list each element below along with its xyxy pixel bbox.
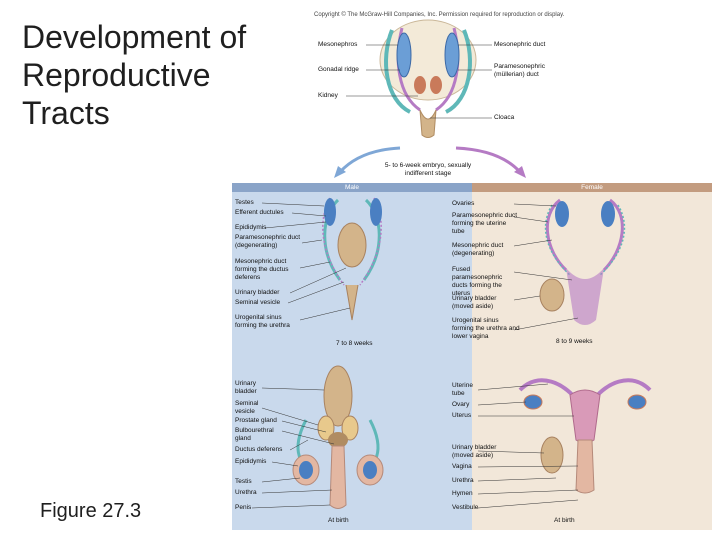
label-testis: Testis — [235, 478, 252, 485]
label-prostate-gland: Prostate gland — [235, 417, 277, 424]
label-female-at-birth: At birth — [554, 517, 575, 524]
label-urethra-female: Urethra — [452, 477, 474, 484]
female-header: Female — [472, 183, 712, 192]
label-mesonephric-duct: Mesonephric duct — [494, 41, 546, 48]
label-mesonephric-ductus-deferens: Mesonephric duct forming the ductus defe… — [235, 258, 289, 281]
label-urogenital-sinus-female: Urogenital sinus forming the urethra and… — [452, 317, 520, 340]
label-seminal-vesicle-mid: Seminal vesicle — [235, 299, 281, 306]
label-seminal-vesicle-birth: Seminal vesicle — [235, 400, 259, 415]
label-bulbourethral-gland: Bulbourethral gland — [235, 427, 274, 442]
male-header: Male — [232, 183, 472, 192]
label-mesonephric-degenerating: Mesonephric duct (degenerating) — [452, 242, 504, 257]
label-vagina: Vagina — [452, 463, 472, 470]
label-male-mid-stage: 7 to 8 weeks — [336, 340, 373, 347]
label-ovaries: Ovaries — [452, 200, 475, 207]
female-8-9-week-illustration — [539, 198, 626, 325]
label-indifferent-stage: 5- to 6-week embryo, sexually indifferen… — [384, 162, 472, 177]
label-uterine-tube: Uterine tube — [452, 382, 473, 397]
label-ductus-deferens: Ductus deferens — [235, 446, 283, 453]
label-urinary-bladder-birth: Urinary bladder — [235, 380, 257, 395]
label-mesonephros: Mesonephros — [318, 41, 358, 48]
label-gonadal-ridge: Gonadal ridge — [318, 66, 359, 73]
label-female-mid-stage: 8 to 9 weeks — [556, 338, 593, 345]
label-efferent-ductules: Efferent ductules — [235, 209, 284, 216]
label-urethra-male: Urethra — [235, 489, 257, 496]
label-penis: Penis — [235, 504, 252, 511]
label-cloaca: Cloaca — [494, 114, 515, 121]
female-at-birth-illustration — [518, 378, 652, 494]
copyright-notice: Copyright © The McGraw-Hill Companies, I… — [314, 12, 565, 18]
label-male-at-birth: At birth — [328, 517, 349, 524]
label-testes: Testes — [235, 199, 254, 206]
label-ovary: Ovary — [452, 401, 470, 408]
label-urinary-bladder-mid: Urinary bladder — [235, 289, 280, 296]
label-paramesonephric-uterine-tube: Paramesonephric duct forming the uterine… — [452, 212, 518, 235]
label-paramesonephric-degenerating: Paramesonephric duct (degenerating) — [235, 234, 301, 249]
slide-title: Development of Reproductive Tracts — [22, 19, 247, 131]
male-7-8-week-illustration — [322, 197, 382, 321]
label-epididymis-birth: Epididymis — [235, 458, 267, 465]
figure-caption: Figure 27.3 — [40, 500, 142, 522]
label-hymen: Hymen — [452, 490, 473, 497]
label-kidney: Kidney — [318, 92, 338, 99]
label-epididymis-mid: Epididymis — [235, 224, 267, 231]
indifferent-embryo-illustration — [379, 19, 477, 138]
label-paramesonephric-duct: Paramesonephric (müllerian) duct — [494, 63, 545, 78]
male-at-birth-illustration — [292, 365, 384, 509]
label-urogenital-sinus-male: Urogenital sinus forming the urethra — [235, 314, 290, 329]
label-urinary-bladder-moved-mid: Urinary bladder (moved aside) — [452, 295, 497, 310]
label-uterus: Uterus — [452, 412, 472, 419]
label-urinary-bladder-moved-birth: Urinary bladder (moved aside) — [452, 444, 497, 459]
label-fused-ducts-uterus: Fused paramesonephric ducts forming the … — [452, 266, 503, 297]
label-vestibule: Vestibule — [452, 504, 479, 511]
